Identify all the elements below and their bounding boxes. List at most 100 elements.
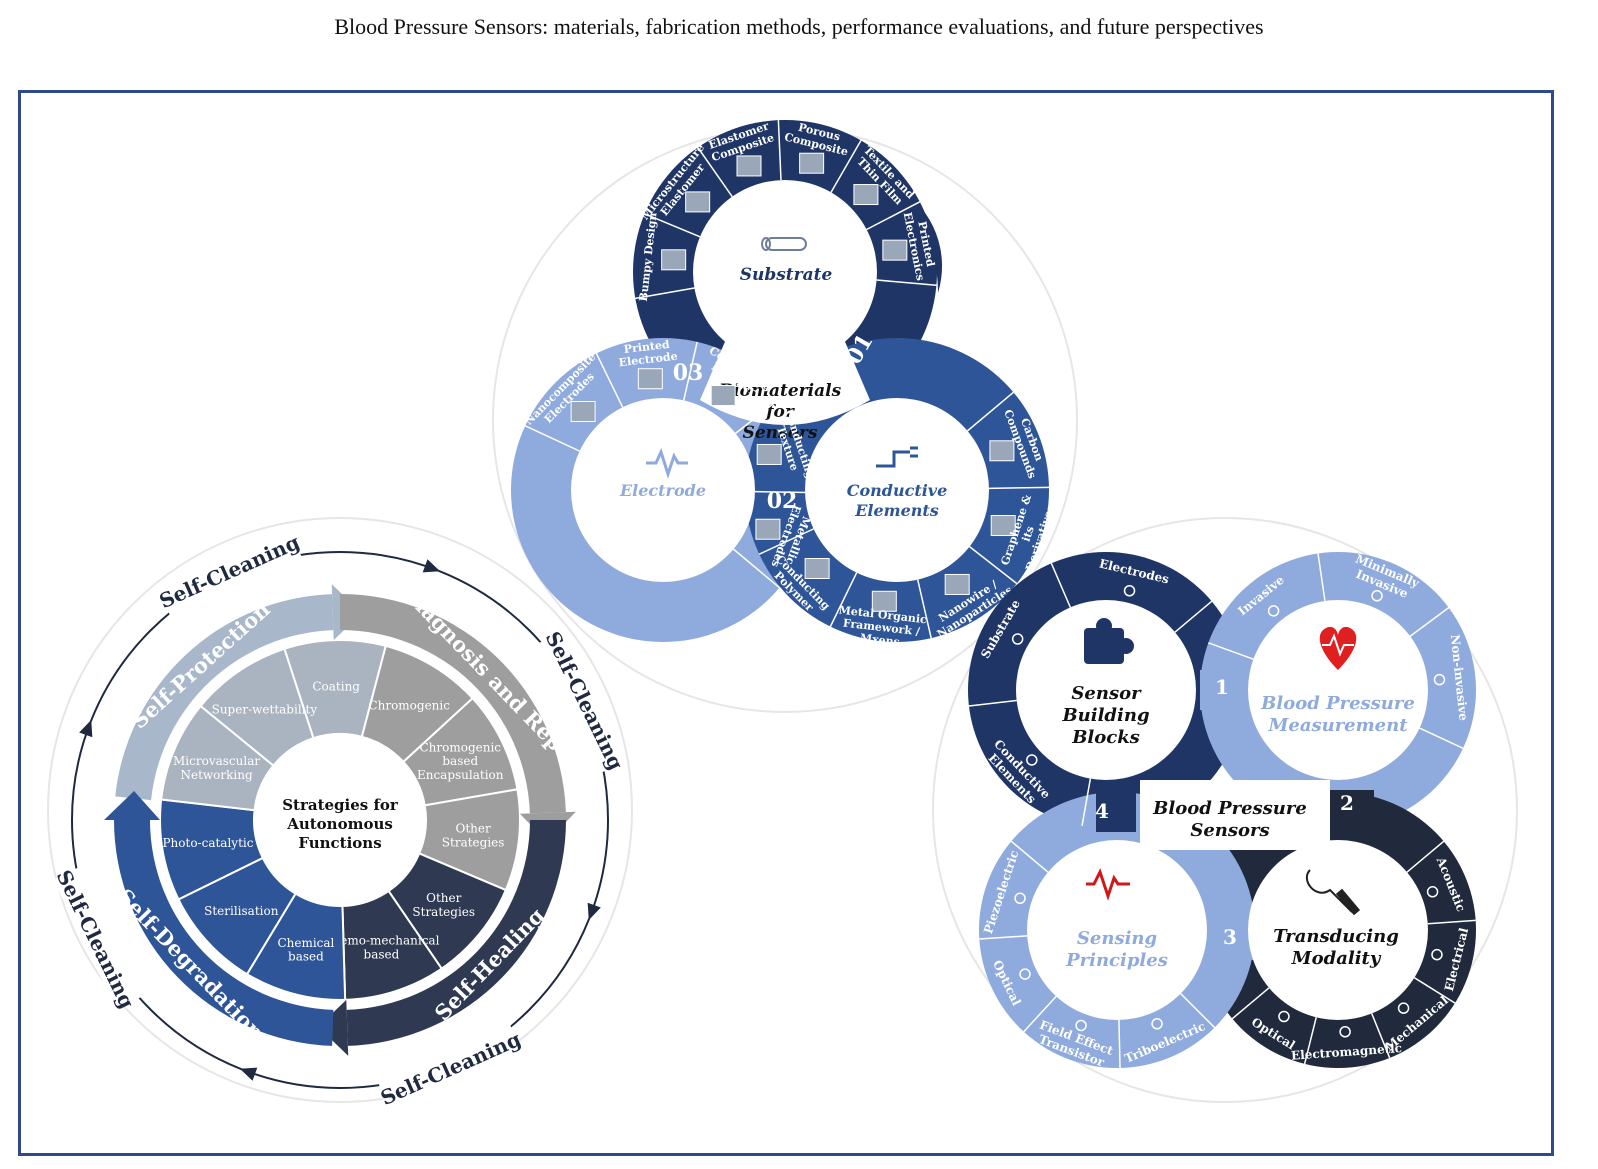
cycle-arrowhead-icon [422, 559, 441, 573]
bps-q4-label-line-3: Blocks [1071, 727, 1140, 748]
bps-measurement-segment-icon [1267, 605, 1280, 617]
bps-q4-label-line-1: Sensor [1071, 683, 1142, 704]
bps-building-blocks-segment-icon [1026, 754, 1038, 766]
cycle-arrowhead-icon [587, 902, 601, 921]
conductive-divider [969, 546, 1018, 585]
conductive-divider [988, 486, 1049, 490]
electrode-segment-label-line: Printed [623, 338, 670, 356]
bps-measurement-divider [1317, 553, 1326, 602]
biomaterials-center-line-3: Sensors [743, 423, 818, 443]
bps-building-blocks-divider [1081, 778, 1092, 827]
strategy-segment-label-line: Photo-catalytic [162, 836, 253, 850]
bps-sensing-divider [1180, 993, 1216, 1029]
conductive-thumbnail-icon [989, 440, 1015, 462]
electrode-divider [754, 490, 815, 494]
puzzle-icon [1084, 618, 1134, 664]
bps-transducing-divider [1231, 987, 1270, 1020]
bps-q4-tab [1096, 780, 1136, 832]
strategy-segment-label: Coating [312, 679, 360, 693]
conductive-thumbnail-icon [944, 573, 970, 595]
conductive-hub [805, 398, 989, 582]
conductive-segment-label-line: Mxens [859, 631, 900, 648]
bps-transducing-hub [1248, 840, 1428, 1020]
substrate-thumbnail-icon [685, 191, 711, 213]
conductive-label-line-2: Elements [854, 501, 939, 520]
strategy-segment-label: Chromogenic [368, 698, 450, 712]
strategy-segment-label: Photo-catalytic [162, 836, 253, 850]
strategy-segment-label-line: Sterilisation [204, 904, 279, 918]
electrode-waveform-icon [646, 447, 688, 479]
bps-sensing-segment-icon [1014, 892, 1026, 905]
conductive-divider [758, 528, 814, 555]
bps-building-blocks-divider [1050, 562, 1072, 608]
strategy-segment-label-line: Super-wettability [212, 703, 318, 717]
bps-sensing-divider [1118, 1019, 1121, 1068]
strategy-segment-label-line: Other [426, 891, 461, 905]
bps-transducing-segment-icon [1431, 948, 1443, 961]
substrate-divider [644, 213, 701, 238]
strategy-segment-label-line: Chemo-mechanical [323, 934, 439, 948]
bps-q4-label-line-2: Building [1061, 705, 1149, 726]
bps-sensing-divider [979, 935, 1028, 940]
bps-q3-tab [1210, 920, 1254, 960]
bps-q1-label-line-2: Measurement [1267, 715, 1408, 736]
biomaterials-center-line-2: for [765, 402, 795, 422]
self-cleaning-gap [534, 630, 627, 775]
electrode-label: Electrode [619, 481, 706, 500]
self-degradation-arrow-head [104, 791, 160, 820]
self-cleaning-gap [158, 531, 304, 620]
self-protection-arrow [115, 594, 334, 801]
strategy-segment-label-line: Strategies [412, 905, 475, 919]
bps-q3-label-line-1: Sensing [1077, 928, 1157, 949]
bps-building-blocks-segment-icon [1011, 633, 1024, 645]
bps-measurement-hub [1248, 600, 1428, 780]
strategy-segment-label-line: Chromogenic [368, 698, 450, 712]
bps-measurement-divider [1419, 727, 1464, 750]
conductive-divider [966, 391, 1014, 432]
self-degradation-arrow [113, 820, 334, 1046]
strategy-segment-label-line: Encapsulation [417, 768, 504, 782]
figure-frame [18, 90, 1554, 1156]
strategy-segment-label-line: Strategies [442, 835, 505, 849]
bps-measurement-segment-icon [1433, 673, 1446, 686]
cycle-arrowhead-icon [79, 719, 93, 738]
strategy-segment-label-line: Other [456, 822, 491, 836]
substrate-divider [866, 201, 921, 231]
electrode-divider [735, 395, 784, 434]
bps-building-blocks-hub [1016, 600, 1196, 780]
substrate-thumbnail-icon [882, 239, 908, 261]
bps-center-line-2: Sensors [1190, 820, 1269, 841]
substrate-divider [697, 147, 733, 198]
pen-body-icon [1335, 888, 1361, 916]
conductive-plug-icon [876, 446, 918, 468]
substrate-divider [635, 287, 695, 300]
electrode-thumbnail-icon [637, 368, 663, 390]
bps-transducing-divider [1303, 1017, 1317, 1065]
conductive-segment-label: Metal OrganicFramework /Mxens [835, 603, 928, 651]
biomaterials-center-line-1: Biomaterials [718, 381, 842, 401]
page-title: Blood Pressure Sensors: materials, fabri… [334, 14, 1264, 39]
bps-transducing-divider [1413, 977, 1456, 1004]
bps-q2-label-line-1: Transducing [1273, 926, 1399, 947]
substrate-thumbnail-icon [661, 249, 687, 271]
pen-icon [1305, 869, 1353, 913]
bps-transducing-segment-icon [1339, 1026, 1351, 1038]
bps-q4-number: 4 [1095, 799, 1109, 823]
bps-center-line-1: Blood Pressure [1152, 798, 1307, 819]
conductive-divider [916, 579, 932, 639]
bps-sensing-hub [1027, 840, 1207, 1020]
conductive-thumbnail-icon [990, 515, 1016, 537]
bps-q2-label-line-2: Modality [1291, 948, 1382, 969]
bps-q1-label-line-1: Blood Pressure [1260, 693, 1415, 714]
bps-q3-label-line-2: Principles [1065, 950, 1168, 971]
bps-measurement-divider [1409, 606, 1450, 637]
electrode-divider [524, 425, 580, 452]
substrate-divider [830, 139, 862, 193]
substrate-roll-icon [761, 237, 807, 251]
heart-pulse-icon [1322, 633, 1354, 657]
